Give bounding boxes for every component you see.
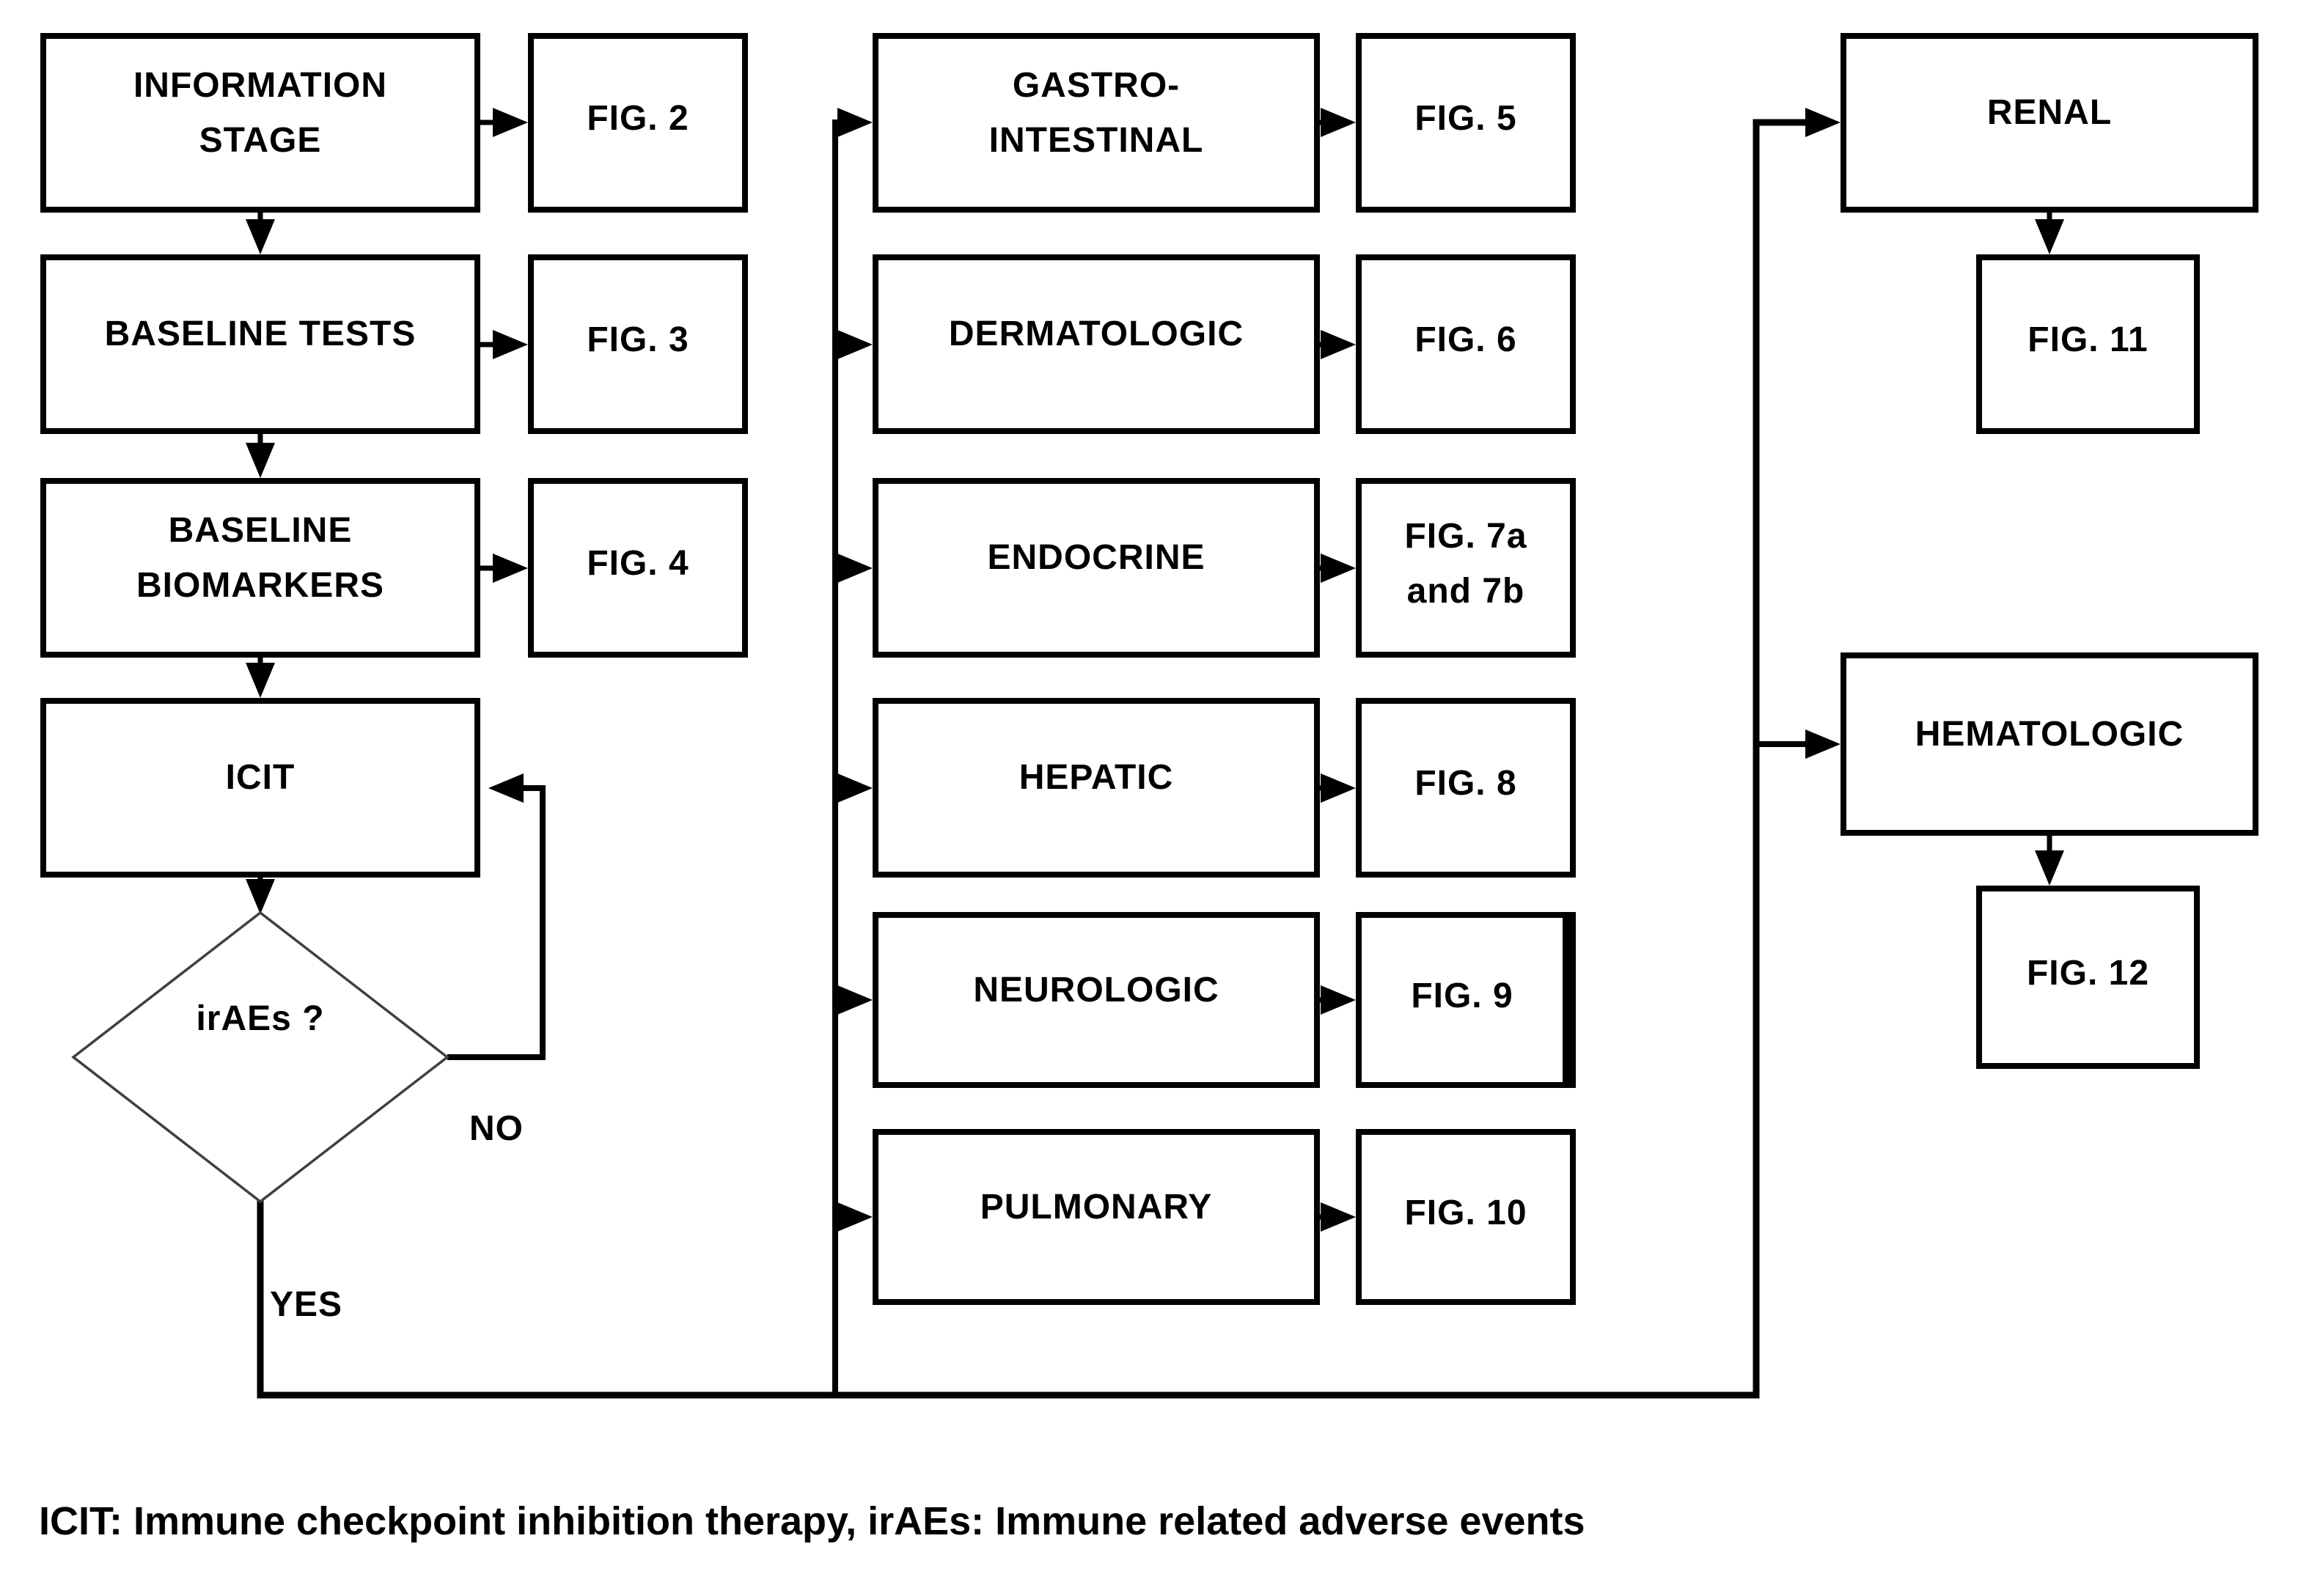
node-fig-3: FIG. 3 — [528, 254, 748, 434]
node-fig-12: FIG. 12 — [1976, 886, 2200, 1069]
node-fig-11: FIG. 11 — [1976, 254, 2200, 434]
decision-no-label: NO — [469, 1109, 524, 1148]
node-endocrine: ENDOCRINE — [873, 478, 1320, 658]
edge-decision-no-to-icit — [447, 773, 546, 1060]
edge-trunk-to-gastrointestinal — [832, 108, 873, 1395]
node-icit: ICIT — [40, 698, 480, 878]
abbreviations-caption: ICIT: Immune checkpoint inhibition thera… — [39, 1499, 1585, 1543]
node-dermatologic: DERMATOLOGIC — [873, 254, 1320, 434]
node-fig-4: FIG. 4 — [528, 478, 748, 658]
decision-yes-label: YES — [270, 1285, 343, 1324]
node-fig-5: FIG. 5 — [1356, 33, 1576, 213]
node-renal: RENAL — [1841, 33, 2258, 213]
node-fig-10: FIG. 10 — [1356, 1129, 1576, 1305]
node-baseline-biomarkers: BASELINE BIOMARKERS — [40, 478, 480, 658]
decision-question-label: irAEs ? — [196, 999, 325, 1038]
node-pulmonary: PULMONARY — [873, 1129, 1320, 1305]
node-information-stage: INFORMATION STAGE — [40, 33, 480, 213]
node-hepatic: HEPATIC — [873, 698, 1320, 878]
node-fig-8: FIG. 8 — [1356, 698, 1576, 878]
node-hematologic: HEMATOLOGIC — [1841, 652, 2258, 836]
node-fig-9: FIG. 9 — [1356, 912, 1576, 1088]
node-fig-7a-7b: FIG. 7a and 7b — [1356, 478, 1576, 658]
edge-decision-yes-bottom-trunk-to-renal — [257, 108, 1841, 1399]
node-fig-2: FIG. 2 — [528, 33, 748, 213]
node-fig-6: FIG. 6 — [1356, 254, 1576, 434]
decision-diamond-shape — [71, 911, 449, 1204]
node-neurologic: NEUROLOGIC — [873, 912, 1320, 1088]
node-gastrointestinal: GASTRO- INTESTINAL — [873, 33, 1320, 213]
node-baseline-tests: BASELINE TESTS — [40, 254, 480, 434]
